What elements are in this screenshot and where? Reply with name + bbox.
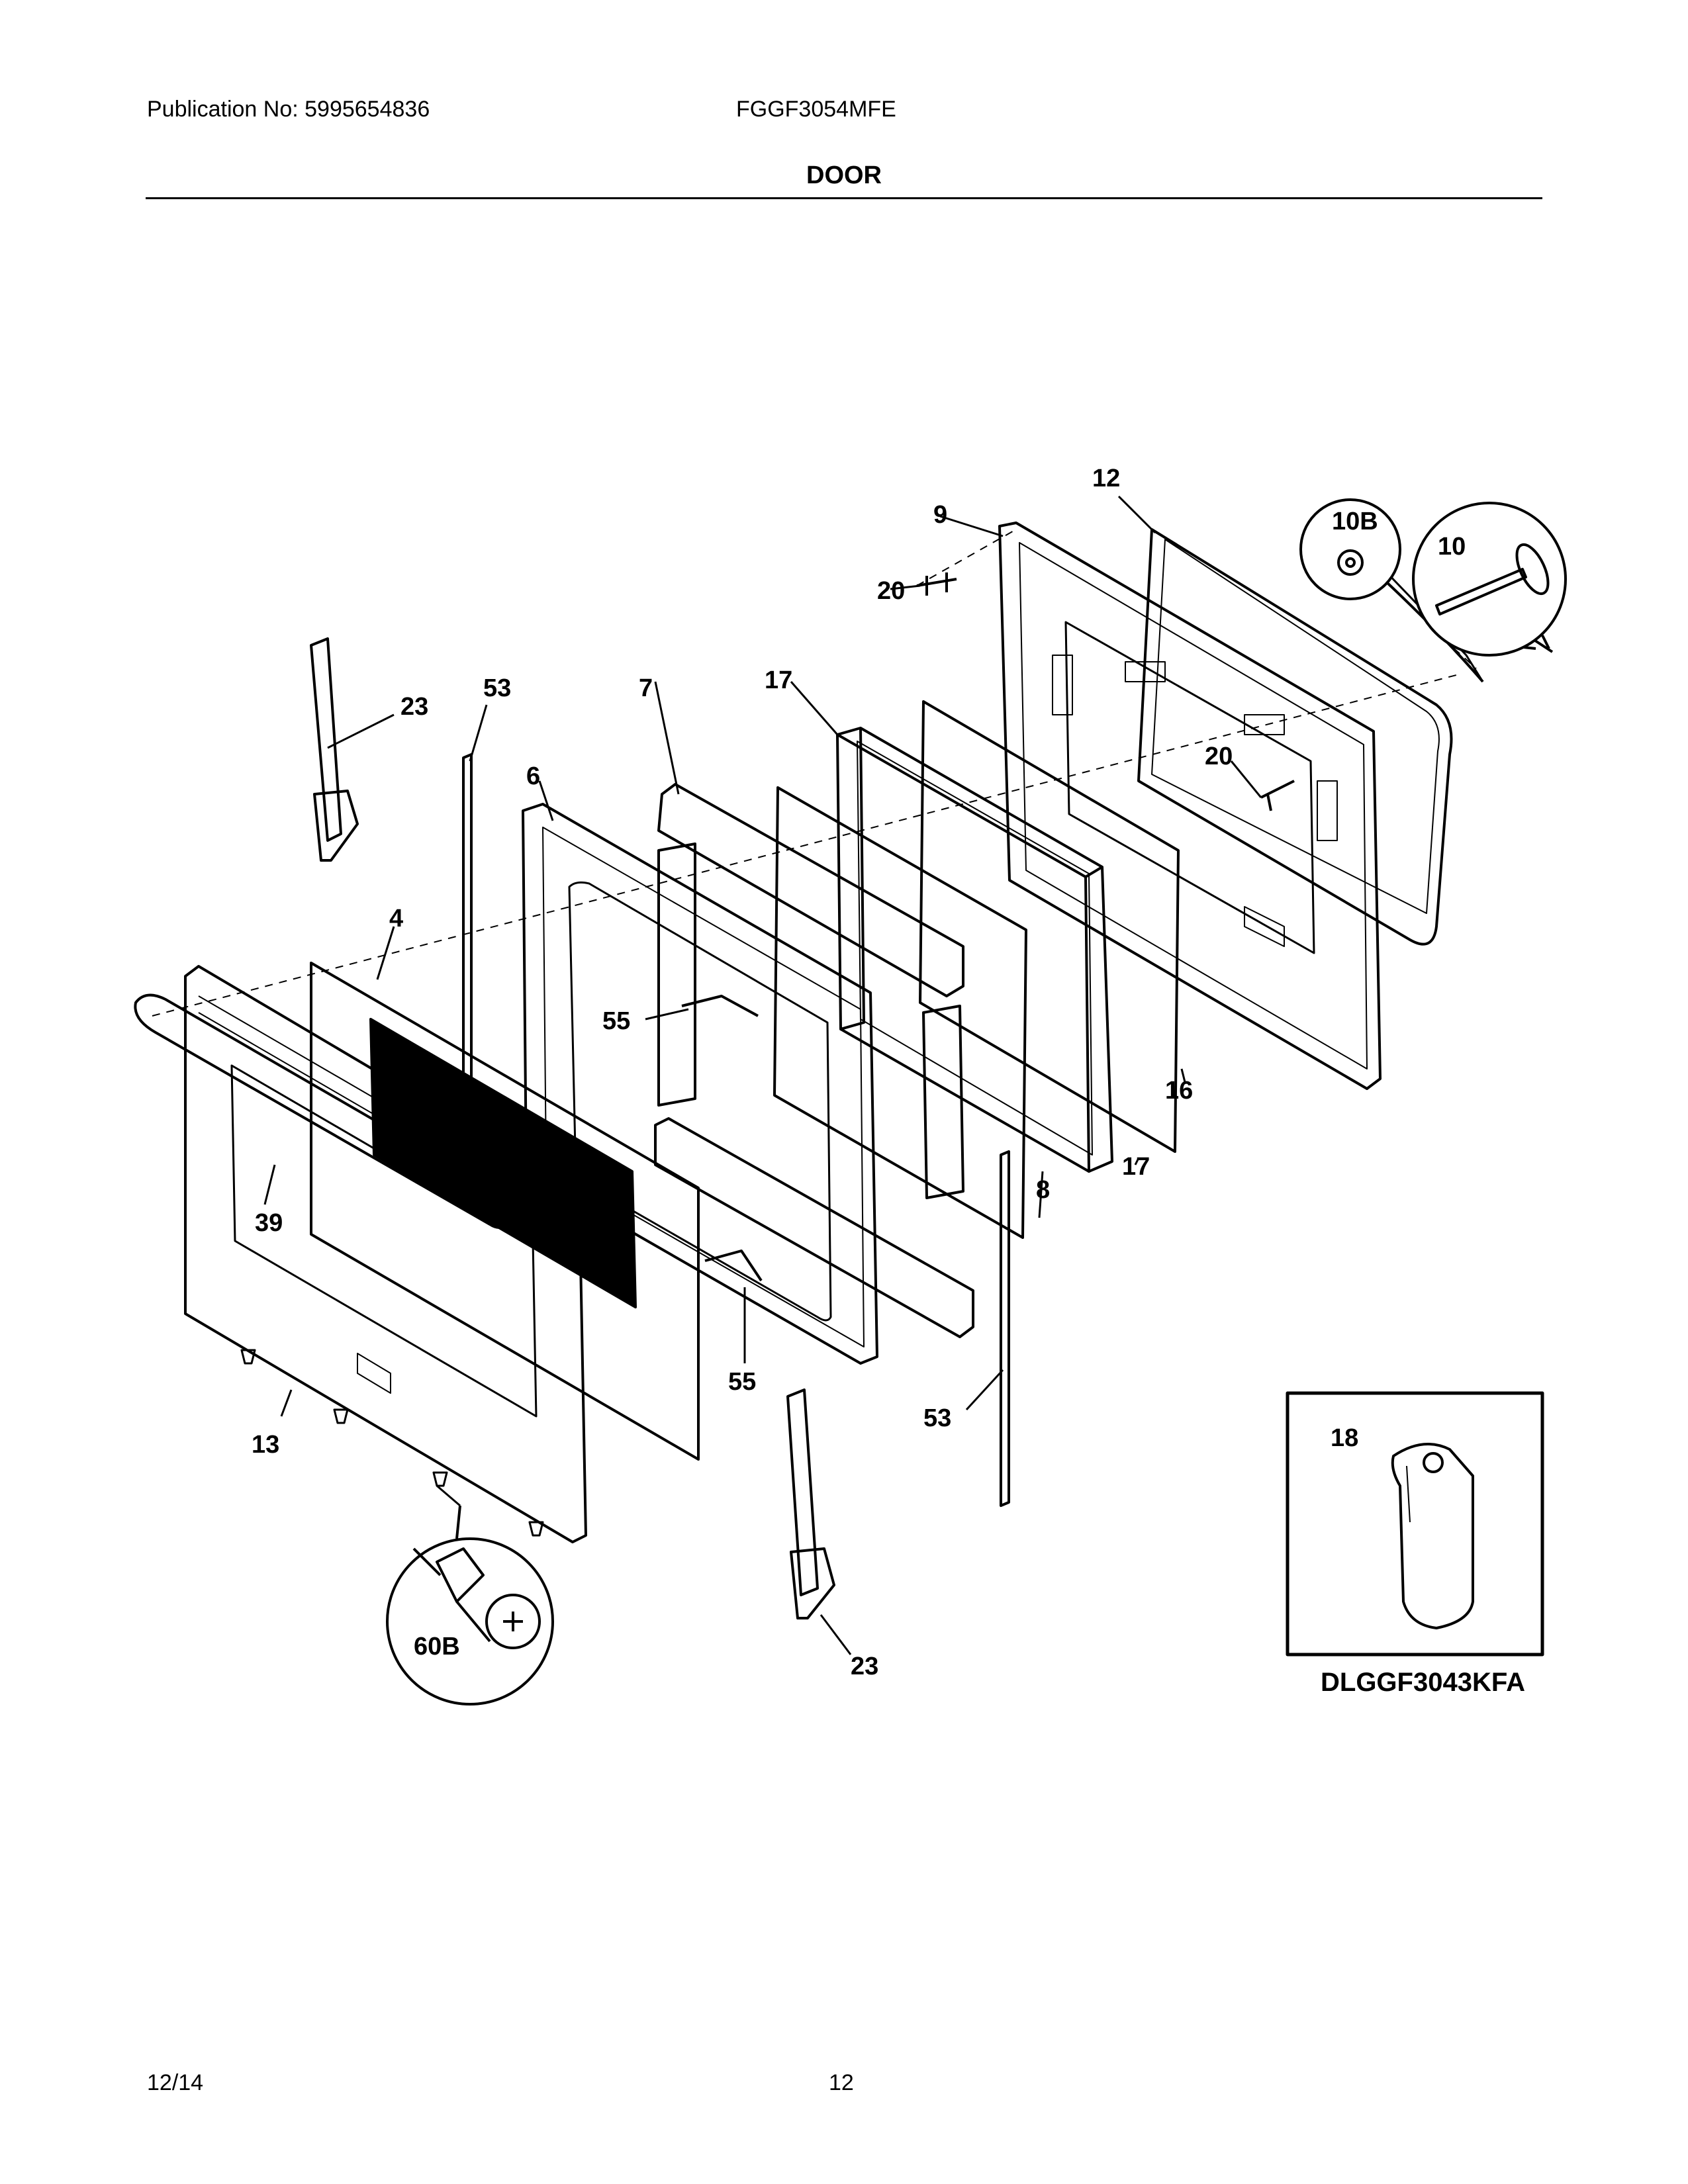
callout-23-bottom: 23 xyxy=(851,1653,878,1680)
callout-20-top: 20 xyxy=(877,577,905,605)
callout-18: 18 xyxy=(1331,1424,1358,1452)
section-title: DOOR xyxy=(806,161,882,189)
part-23-hinge-top xyxy=(310,637,359,862)
inset-box xyxy=(1286,1391,1544,1657)
leader-lines xyxy=(263,495,1484,1655)
part-60b-callout xyxy=(386,1505,554,1706)
callout-23-top: 23 xyxy=(400,693,428,721)
part-16-glass xyxy=(919,700,1180,1153)
footer-date: 12/14 xyxy=(147,2070,204,2095)
header-rule xyxy=(146,197,1542,199)
callout-53-top: 53 xyxy=(483,674,511,702)
part-23-hinge-bottom xyxy=(786,1388,835,1619)
callout-12: 12 xyxy=(1092,465,1120,492)
callout-4: 4 xyxy=(389,905,403,933)
callout-7: 7 xyxy=(639,674,653,702)
callout-60b: 60B xyxy=(414,1633,460,1661)
page-number: 12 xyxy=(829,2070,854,2095)
callout-55-lower: 55 xyxy=(728,1368,756,1396)
callout-10: 10 xyxy=(1438,533,1466,561)
part-20-clip-a xyxy=(916,572,957,596)
part-20-clip-b xyxy=(1260,780,1295,811)
inset-model-label: DLGGF3043KFA xyxy=(1321,1668,1525,1697)
part-4-front-glass xyxy=(310,962,700,1461)
callout-9: 9 xyxy=(933,501,947,529)
callout-17-bottom: 17 xyxy=(1122,1153,1150,1181)
bottom-screws xyxy=(240,1349,544,1537)
part-55-bracket-a xyxy=(681,995,759,1017)
part-6-door-liner xyxy=(522,803,878,1365)
model-number: FGGF3054MFE xyxy=(736,97,896,122)
part-55-bracket-b xyxy=(704,1250,763,1282)
part-13-outer-door xyxy=(184,965,587,1543)
part-7-insulation xyxy=(654,783,974,1338)
part-9-inner-panel xyxy=(998,522,1382,1090)
callout-53-bottom: 53 xyxy=(923,1404,951,1432)
callout-55-upper: 55 xyxy=(602,1007,630,1035)
callout-6: 6 xyxy=(526,762,540,790)
part-12-back-frame xyxy=(1137,528,1453,946)
callout-8: 8 xyxy=(1036,1176,1050,1204)
part-10-callout xyxy=(1412,502,1567,657)
callout-17-top: 17 xyxy=(765,666,792,694)
callout-39: 39 xyxy=(255,1209,283,1237)
part-17-glass-pack xyxy=(836,727,1113,1173)
callout-13: 13 xyxy=(252,1431,279,1459)
publication-number: Publication No: 5995654836 xyxy=(147,97,430,122)
part-39-handle xyxy=(134,993,516,1229)
callout-10b: 10B xyxy=(1332,508,1378,535)
callout-16: 16 xyxy=(1165,1077,1193,1105)
callout-20-right: 20 xyxy=(1205,743,1233,770)
